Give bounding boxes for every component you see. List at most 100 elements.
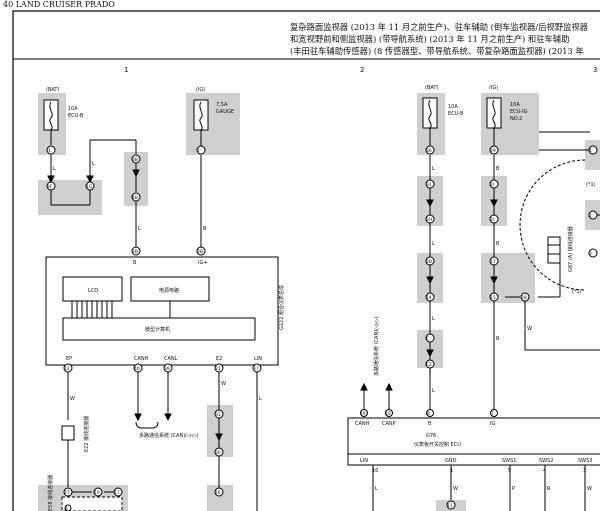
diagram-title-line-3: (丰田驻车辅助传感器) (8 传感器型、带导航系统、带复杂路面监视器) (201… — [290, 46, 584, 56]
terminal-number: 29 — [490, 148, 496, 154]
connector-terminals: 1 2 2F 1G 3B 4B 2B 2B 12 40 39 21 37 31 … — [46, 145, 598, 511]
terminal-number: 1G — [86, 184, 93, 190]
terminal-number: 4B — [132, 195, 138, 201]
terminal: 2B — [425, 256, 435, 266]
fuse-3: (BAT) 10A ECU-B — [422, 85, 464, 129]
terminal: 4 — [64, 504, 72, 511]
terminal: 40 — [133, 363, 143, 373]
terminal: 2 — [588, 210, 598, 220]
fuse-2-bus: (IG) — [196, 87, 205, 93]
terminal: 26 — [214, 487, 224, 497]
wire-letter: W — [221, 381, 226, 387]
can-bus-note-right: 多路通信系统 (CAN)(◁-▷) — [373, 316, 380, 376]
terminal: 7 — [490, 409, 498, 417]
right-side-label-1: (*1) — [586, 182, 596, 188]
terminal: 1 — [588, 145, 598, 155]
wire-letter: B — [496, 336, 500, 342]
g76-pin-sws3: SWS3 — [578, 458, 592, 464]
can-bus-note-left: 多路通信系统 (CAN)(◁-▷) — [135, 421, 199, 439]
column-number-3: 3 — [593, 66, 597, 74]
right-side-label-2: (*1) — [572, 289, 582, 295]
terminal: 3B — [131, 154, 141, 164]
fuse-2-name: GAUGE — [216, 109, 234, 115]
wire-letter: L — [138, 226, 141, 232]
terminal: 3 — [588, 248, 598, 258]
g76-pin-b: B — [428, 421, 432, 427]
fuse-4-bus: (IG) — [489, 85, 498, 91]
terminal: 31 — [214, 409, 224, 419]
column-number-2: 2 — [360, 66, 364, 74]
fuse-1-name: ECU-B — [68, 113, 84, 119]
lcd-label: LCD — [88, 288, 98, 294]
page-header: 40 LAND CRUISER PRADO — [3, 0, 115, 9]
g76-pin-sws2: SWS2 — [539, 458, 553, 464]
can-note-right-text: 多路通信系统 (CAN)(◁-▷) — [373, 316, 380, 376]
pin-label-ep: EP — [66, 356, 72, 362]
combination-meter-ecu: LCD 电源电路 微型计算机 B IG+ EP CANH CANL E2 LIN… — [45, 256, 285, 366]
terminal-number: 3 — [589, 251, 592, 257]
diagram-frame — [12, 10, 600, 511]
terminal-number: 8 — [427, 411, 430, 417]
wire-letter: R — [547, 486, 551, 492]
terminal-number: 19 — [94, 490, 100, 496]
right-side-junction: (*1) (*1) G87 (A) 接线连接器 — [519, 159, 596, 295]
diagram-title-line-2: 和宽视野前和侧监视器) (带导航系统) (2013 年 11 月之前生产) 和驻… — [290, 34, 570, 44]
wire-letter: B — [203, 226, 207, 232]
diagram-title-line-1: 复杂路面监视器 (2013 年 11 月之前生产)、驻车辅助 (倒车监视器/后视… — [290, 22, 588, 32]
pin-label-canl: CANL — [164, 356, 178, 362]
terminal: E — [425, 333, 435, 343]
terminal-number: E2 — [426, 362, 432, 368]
terminal: 36 — [425, 145, 435, 155]
terminal-number: 37 — [253, 366, 259, 372]
terminal: 27 — [63, 487, 73, 497]
terminal-number: 2I — [490, 182, 494, 188]
g76-pin-num-sws1: 5 — [508, 468, 511, 474]
fuse-1-bus: (BAT) — [46, 87, 59, 93]
column-number-1: 1 — [124, 66, 128, 74]
g76-pin-num-sws2: 4 — [543, 468, 546, 474]
fuse-4: (IG) 10A ECU-IG NO.2 — [486, 85, 528, 129]
terminal: 2I — [489, 214, 499, 224]
terminal-number: 1 — [48, 148, 51, 154]
g76-pin-ig: IG — [490, 421, 495, 427]
terminal-number: 28 — [521, 295, 527, 301]
fuse-1-rating: 10A — [68, 106, 78, 112]
terminal: 1G — [85, 181, 95, 191]
terminal-number: 1 — [589, 148, 592, 154]
wire-letter: L — [432, 241, 435, 247]
wire-letter: W — [527, 326, 532, 332]
terminal-number: 27 — [64, 490, 70, 496]
terminal: 31 — [425, 179, 435, 189]
terminal: 19 — [93, 487, 103, 497]
terminal-number: 2B — [132, 249, 138, 255]
microcomputer-label: 微型计算机 — [145, 326, 170, 333]
terminal: 1 — [46, 145, 56, 155]
terminal: 17 — [113, 487, 123, 497]
terminal-number: 26 — [215, 490, 221, 496]
junction-connector-e22: E22 接线连接器 E58 接线连接器 — [47, 416, 123, 511]
g76-code: G76 — [426, 433, 436, 439]
terminal: 37 — [252, 363, 262, 373]
fuse-1: (BAT) 10A ECU-B — [43, 87, 84, 131]
terminal: 2B — [131, 246, 141, 256]
terminal-number: 2B — [426, 259, 432, 265]
terminal-number: 2 — [197, 148, 200, 154]
terminal: 2B — [196, 246, 206, 256]
wire-letter: W — [453, 486, 458, 492]
e22-label: E22 接线连接器 — [83, 416, 90, 452]
terminal-number: 31 — [426, 182, 432, 188]
e58-label: E58 接线连接器 — [47, 475, 54, 511]
terminal: 2F — [46, 181, 56, 191]
combination-meter-label: G122 组合仪表总成 — [278, 285, 285, 330]
fuse-3-rating: 10A — [448, 104, 458, 110]
pin-label-ig: IG+ — [198, 260, 208, 266]
terminal: 28 — [520, 292, 530, 302]
terminal-number: 21 — [215, 366, 221, 372]
g87-connector-label: G87 (A) 接线连接器 — [567, 226, 574, 272]
wire-letter: L — [432, 316, 435, 322]
terminal: 2 — [196, 145, 206, 155]
terminal: 11 — [446, 500, 456, 510]
fuse-2-rating: 7.5A — [216, 102, 228, 108]
terminal: 27 — [489, 256, 499, 266]
